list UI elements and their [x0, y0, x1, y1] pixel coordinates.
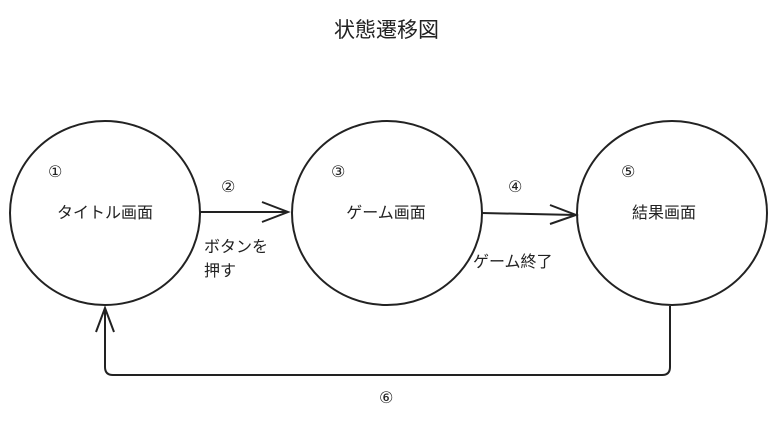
state-result-screen: [576, 120, 768, 306]
state-number: ③: [331, 162, 346, 181]
transition-number: ②: [221, 177, 236, 196]
transition-number: ⑥: [379, 388, 394, 407]
transition-label: ゲーム終了: [473, 252, 553, 271]
state-label: ゲーム画面: [346, 203, 426, 222]
arrow-result-to-title: [95, 305, 671, 376]
transition-number: ④: [508, 177, 523, 196]
arrow-title-to-game: [200, 201, 291, 223]
arrow-game-to-result: [481, 204, 579, 225]
state-number: ⑤: [621, 162, 636, 181]
transition-label: ボタンを: [204, 237, 269, 256]
transition-label: 押す: [204, 261, 237, 280]
diagram-title: 状態遷移図: [334, 18, 439, 42]
state-label: 結果画面: [631, 203, 697, 222]
state-number: ①: [48, 162, 63, 181]
state-label: タイトル画面: [56, 203, 154, 222]
